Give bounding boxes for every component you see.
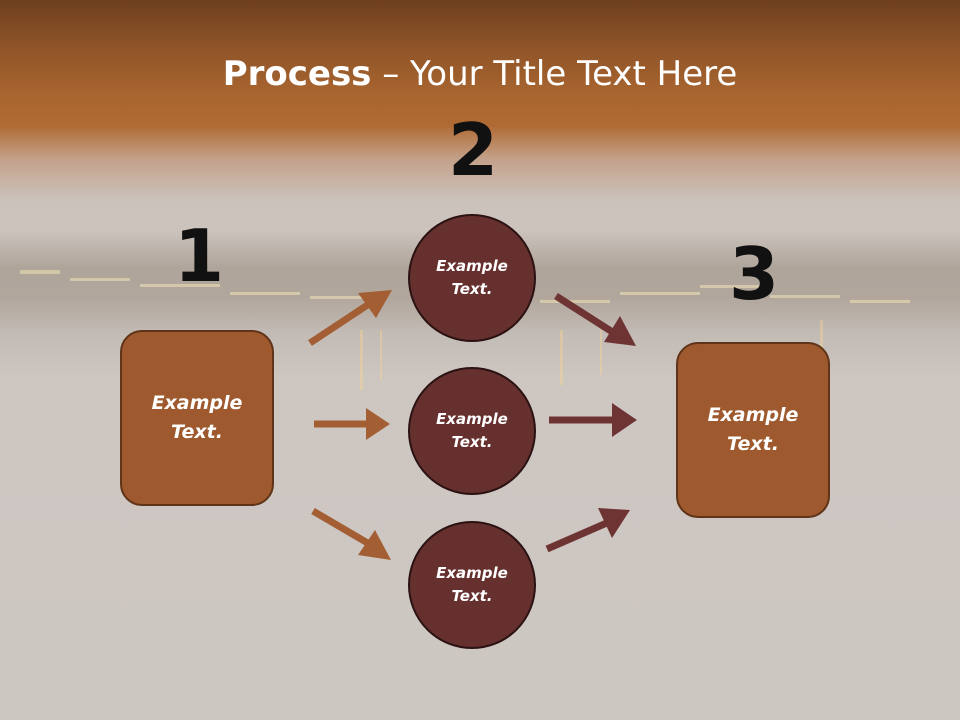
arrowhead-to-circle-1 bbox=[358, 290, 392, 318]
arrowhead-to-circle-2 bbox=[366, 408, 390, 440]
circle-3: Example Text. bbox=[408, 521, 536, 649]
arrow-from-circle-3 bbox=[545, 518, 611, 553]
circle-2-line1: Example bbox=[436, 410, 508, 428]
arrow-to-circle-1 bbox=[308, 299, 374, 346]
circle-1: Example Text. bbox=[408, 214, 536, 342]
step-number-2: 2 bbox=[447, 108, 499, 192]
arrowhead-from-circle-1 bbox=[604, 316, 636, 346]
step-number-3: 3 bbox=[728, 232, 780, 316]
step-box-3: Example Text. bbox=[676, 342, 830, 518]
arrowhead-to-circle-3 bbox=[358, 530, 391, 560]
circle-2-line2: Text. bbox=[451, 433, 493, 451]
arrow-from-circle-1 bbox=[554, 293, 616, 336]
circle-3-line1: Example bbox=[436, 564, 508, 582]
title-bold-part: Process bbox=[222, 54, 372, 94]
step-box-3-line2: Text. bbox=[727, 433, 779, 455]
step-box-1: Example Text. bbox=[120, 330, 274, 506]
arrowhead-from-circle-2 bbox=[612, 403, 637, 437]
slide-title: Process – Your Title Text Here bbox=[0, 52, 960, 96]
circle-3-line2: Text. bbox=[451, 587, 493, 605]
step-box-1-line1: Example bbox=[151, 392, 243, 414]
circle-1-line1: Example bbox=[436, 257, 508, 275]
step-number-1: 1 bbox=[173, 214, 225, 298]
circle-2: Example Text. bbox=[408, 367, 536, 495]
arrow-to-circle-3 bbox=[311, 507, 373, 549]
step-box-3-line1: Example bbox=[707, 404, 799, 426]
title-rest-part: – Your Title Text Here bbox=[371, 54, 738, 94]
step-box-1-line2: Text. bbox=[171, 421, 223, 443]
arrowhead-from-circle-3 bbox=[598, 508, 630, 538]
circle-1-line2: Text. bbox=[451, 280, 493, 298]
